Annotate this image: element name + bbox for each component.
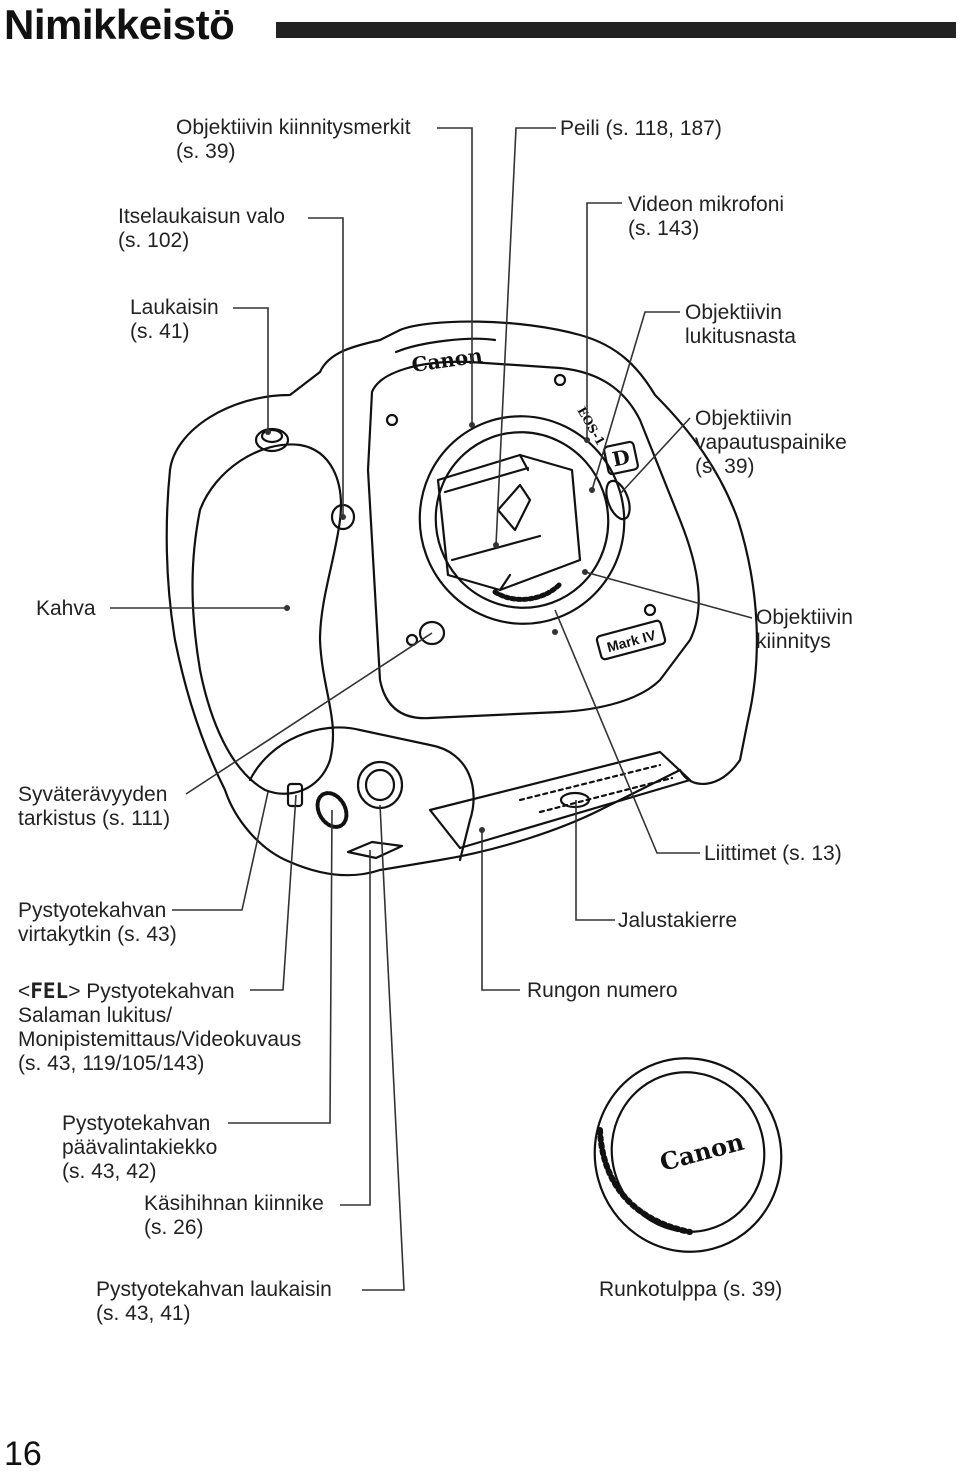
label-grip: Kahva (36, 597, 96, 620)
label-self-timer: Itselaukaisun valo(s. 102) (118, 205, 285, 252)
label-strap: Käsihihnan kiinnike(s. 26) (144, 1192, 324, 1239)
label-shutter: Laukaisin(s. 41) (130, 296, 219, 343)
d-badge-box (603, 440, 639, 476)
lens-mount-outer (418, 415, 626, 625)
mark-iv-badge: Mark IV (605, 627, 658, 656)
mark-iv-badge-box (595, 619, 667, 661)
vertical-grip (248, 726, 475, 862)
leader-shutter (233, 307, 269, 432)
leader-vert-switch (172, 791, 269, 911)
label-tripod: Jalustakierre (618, 909, 738, 932)
leader-tripod (575, 800, 615, 921)
page-number: 16 (4, 1435, 42, 1473)
title-rule (276, 22, 956, 38)
strap-mount (346, 840, 404, 860)
leader-lock-pin (591, 311, 680, 491)
cap-logo: Canon (657, 1127, 747, 1177)
tripod-socket (559, 791, 591, 809)
leader-dof (185, 632, 433, 795)
front-plate (366, 360, 700, 720)
bottom-plate (428, 750, 692, 850)
leader-vert-shutter (362, 804, 405, 1291)
leader-fel (250, 794, 297, 991)
leader-self-timer (308, 217, 344, 517)
body-cap (593, 1057, 783, 1253)
label-mount-marks: Objektiivin kiinnitysmerkit(s. 39) (176, 116, 411, 163)
lens-release-button (605, 479, 631, 521)
leader-mirror (495, 127, 556, 546)
fel-icon: FEL (30, 979, 69, 1003)
label-mirror: Peili (s. 118, 187) (560, 117, 722, 140)
vertical-dial (315, 791, 349, 829)
label-contacts: Liittimet (s. 13) (704, 842, 842, 865)
leader-mount-marks (437, 127, 473, 425)
label-serial: Rungon numero (527, 979, 678, 1002)
d-badge: D (610, 444, 632, 471)
leader-strap (340, 850, 371, 1206)
grip-contour (191, 443, 342, 795)
leader-lens-release (619, 417, 691, 495)
contacts-arc (492, 581, 563, 602)
label-movie-mic: Videon mikrofoni(s. 143) (628, 193, 785, 240)
leader-vert-dial (228, 809, 333, 1124)
label-fel: <FEL> Pystyotekahvan Salaman lukitus/Mon… (18, 979, 302, 1075)
leader-contacts (554, 609, 700, 854)
lens-mount-inner (434, 431, 610, 609)
eos-mark: EOS-1 (574, 405, 607, 448)
label-body-cap: Runkotulppa (s. 39) (599, 1278, 783, 1301)
canon-logo: Canon (410, 343, 484, 377)
label-vert-shutter: Pystyotekahvan laukaisin(s. 43, 41) (96, 1278, 332, 1325)
page-title: Nimikkeistö (4, 1, 235, 48)
dof-button (418, 620, 446, 646)
leader-mic (586, 202, 622, 440)
leader-lens-mount (584, 571, 753, 619)
leader-serial (481, 830, 520, 991)
camera-body-outline (165, 320, 758, 877)
